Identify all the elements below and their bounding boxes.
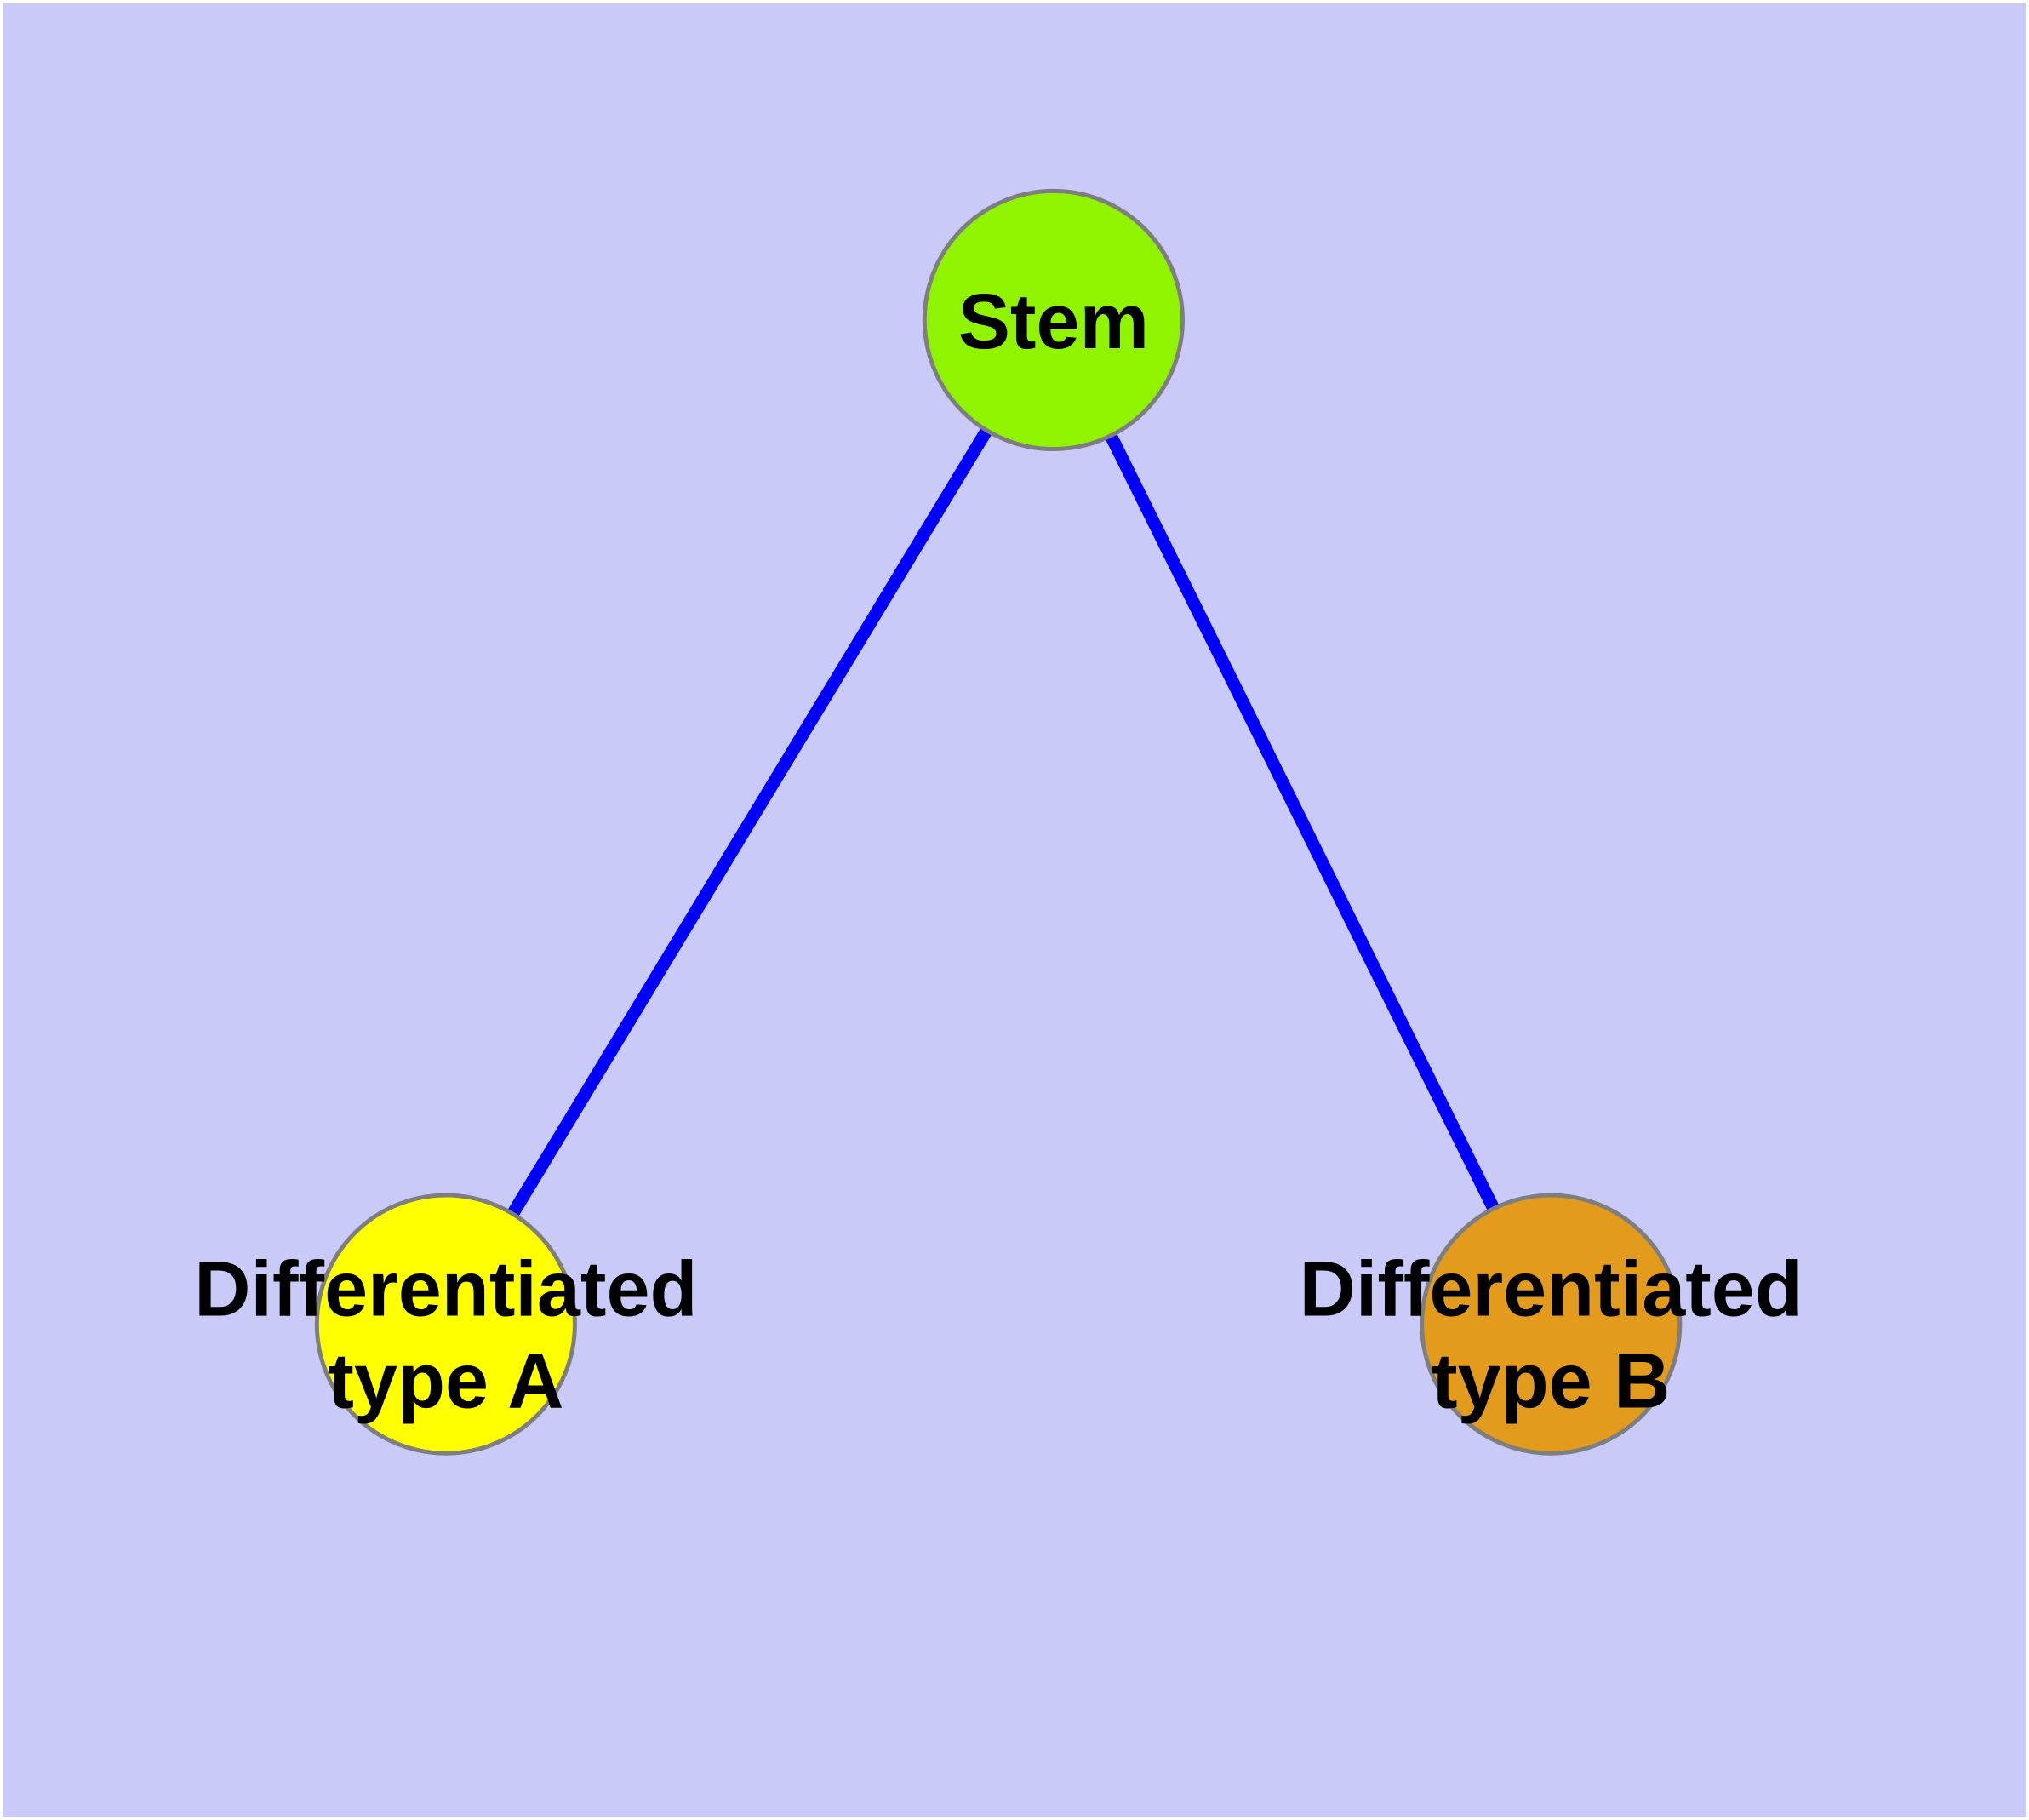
node-differentiated-type-a: Differentiated type A: [194, 1193, 698, 1456]
node-differentiated-type-a-label-line1: Differentiated: [194, 1246, 697, 1333]
edge-stem-to-type-b: [1048, 317, 1557, 1327]
edge-stem-to-type-a: [440, 317, 1060, 1328]
node-stem-label: Stem: [958, 278, 1149, 365]
node-stem: Stem: [922, 188, 1185, 452]
frame-hairline: [3, 3, 2026, 4]
node-stem-circle: [922, 188, 1185, 452]
node-differentiated-type-b-label-line2: type B: [1432, 1337, 1670, 1424]
node-differentiated-type-b-label-line1: Differentiated: [1300, 1246, 1803, 1333]
node-differentiated-type-a-label-line2: type A: [328, 1337, 563, 1424]
graph-svg: Stem Differentiated type A Differentiate…: [3, 3, 2026, 1817]
node-differentiated-type-b: Differentiated type B: [1300, 1193, 1803, 1456]
node-differentiated-type-a-circle: [314, 1193, 577, 1456]
node-differentiated-type-b-circle: [1420, 1193, 1683, 1456]
